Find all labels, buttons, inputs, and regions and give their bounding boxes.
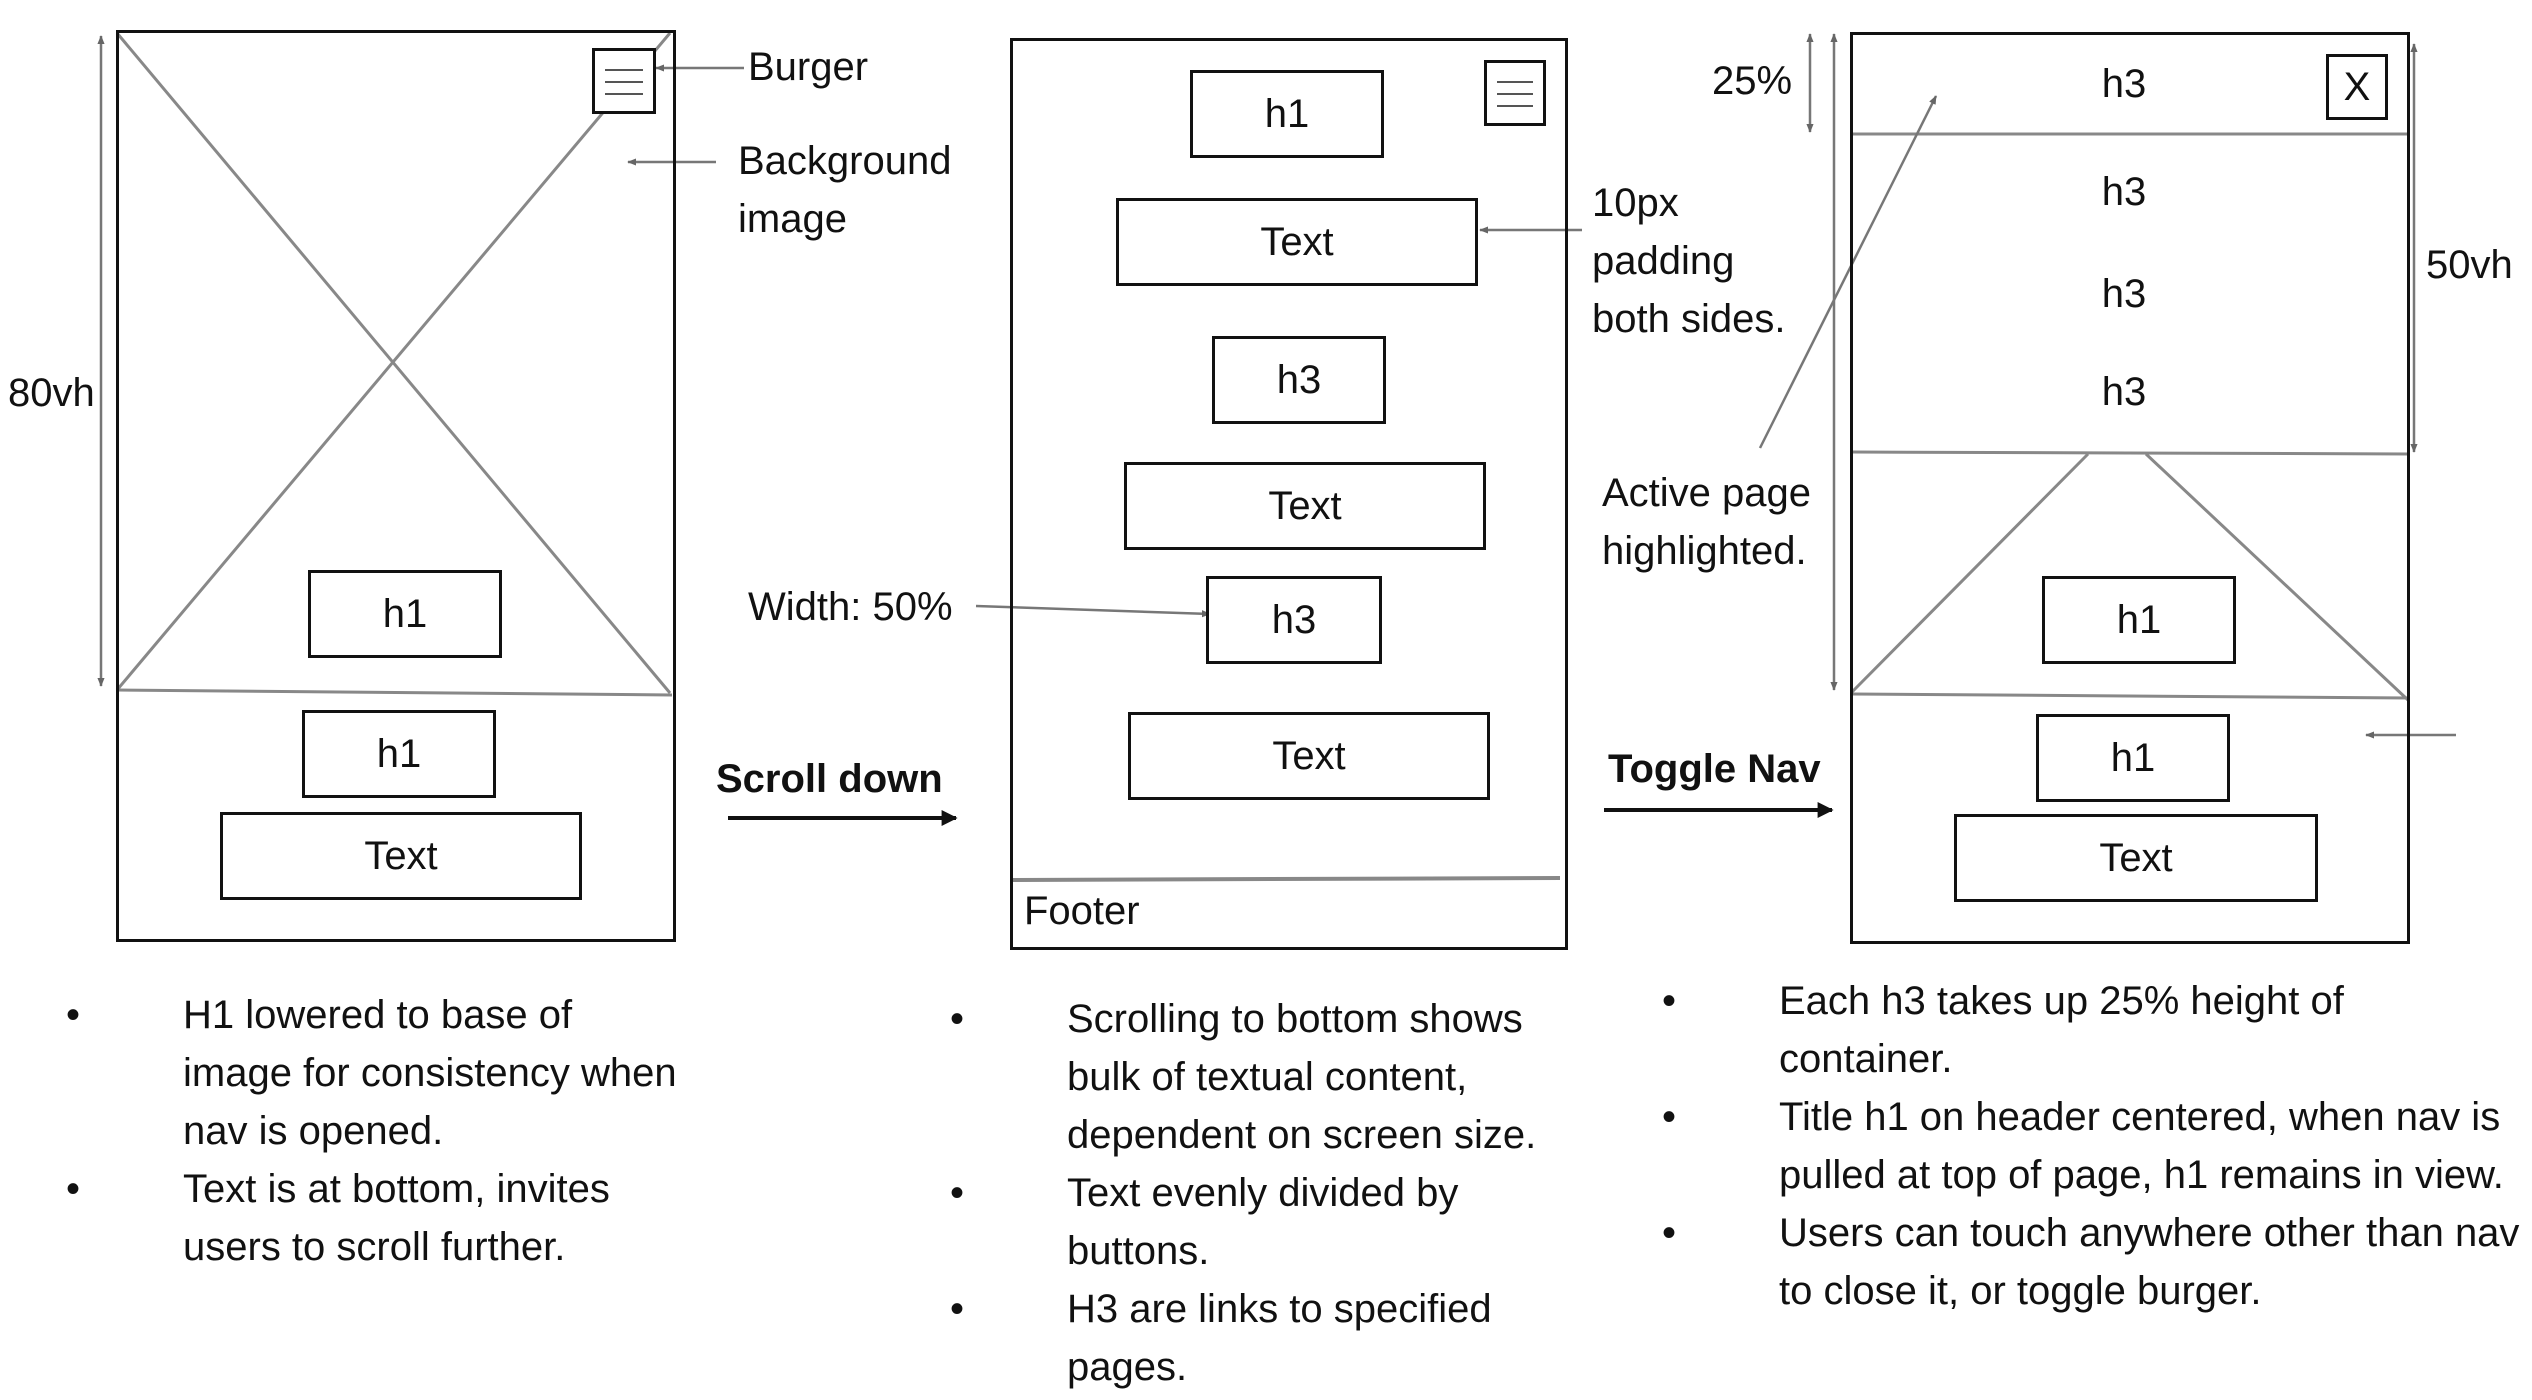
panel3-text-box: Text xyxy=(1954,814,2318,902)
panel2-h1-box: h1 xyxy=(1190,70,1384,158)
panel2-notes: Scrolling to bottom shows bulk of textua… xyxy=(950,990,1600,1396)
toggle-nav-label: Toggle Nav xyxy=(1608,747,1821,791)
panel2-phone-frame xyxy=(1010,38,1568,950)
panel3-note: Title h1 on header centered, when nav is… xyxy=(1662,1088,2522,1204)
dimension-80vh-label: 80vh xyxy=(8,371,95,415)
panel2-h3-link-2[interactable]: h3 xyxy=(1206,576,1382,664)
dimension-25-percent-label: 25% xyxy=(1712,59,1793,103)
background-image-placeholder xyxy=(115,32,673,697)
close-nav-button[interactable]: X xyxy=(2326,54,2388,120)
dimension-50vh-label: 50vh xyxy=(2426,243,2513,287)
panel2-text-box-3: Text xyxy=(1128,712,1490,800)
panel2-text-box-2: Text xyxy=(1124,462,1486,550)
panel3-phone-frame xyxy=(1850,32,2410,944)
panel1-h1-box: h1 xyxy=(302,710,496,798)
panel2-h3-link-1[interactable]: h3 xyxy=(1212,336,1386,424)
panel3-note: Users can touch anywhere other than nav … xyxy=(1662,1204,2522,1320)
active-page-callout-line xyxy=(1758,95,1938,449)
nav-item-h3[interactable]: h3 xyxy=(2101,272,2147,316)
panel2-text-box-1: Text xyxy=(1116,198,1478,286)
footer-divider xyxy=(1011,876,1561,882)
panel1-note: H1 lowered to base of image for consiste… xyxy=(66,986,686,1160)
burger-icon[interactable] xyxy=(592,48,656,114)
panel1-note: Text is at bottom, invites users to scro… xyxy=(66,1160,686,1276)
panel1-phone-frame xyxy=(116,30,676,942)
panel1-notes: H1 lowered to base of image for consiste… xyxy=(66,986,686,1276)
nav-item-h3[interactable]: h3 xyxy=(2101,370,2147,414)
panel3-h1-overlay-box: h1 xyxy=(2042,576,2236,664)
panel3-h1-box: h1 xyxy=(2036,714,2230,802)
scroll-down-label: Scroll down xyxy=(716,757,943,801)
background-image-label-line1: Background xyxy=(738,139,952,183)
padding-label-line1: 10px xyxy=(1592,181,1679,225)
panel2-note: H3 are links to specified pages. xyxy=(950,1280,1600,1396)
footer-label: Footer xyxy=(1024,889,1140,933)
width-label: Width: 50% xyxy=(748,585,953,629)
panel2-note: Scrolling to bottom shows bulk of textua… xyxy=(950,990,1600,1164)
width-callout-line xyxy=(975,604,1211,618)
padding-label-line3: both sides. xyxy=(1592,297,1786,341)
nav-item-h3-active[interactable]: h3 xyxy=(2101,62,2147,106)
active-page-label-line2: highlighted. xyxy=(1602,529,1807,573)
nav-dividers xyxy=(1850,132,2411,702)
active-page-label-line1: Active page xyxy=(1602,471,1812,515)
burger-label: Burger xyxy=(748,45,869,89)
panel1-text-box: Text xyxy=(220,812,582,900)
background-image-label-line2: image xyxy=(738,197,847,241)
nav-item-h3[interactable]: h3 xyxy=(2101,170,2147,214)
padding-label-line2: padding xyxy=(1592,239,1735,283)
panel2-note: Text evenly divided by buttons. xyxy=(950,1164,1600,1280)
panel3-notes: Each h3 takes up 25% height of container… xyxy=(1662,972,2522,1320)
panel1-h1-overlay-box: h1 xyxy=(308,570,502,658)
burger-icon[interactable] xyxy=(1484,60,1546,126)
panel3-note: Each h3 takes up 25% height of container… xyxy=(1662,972,2522,1088)
